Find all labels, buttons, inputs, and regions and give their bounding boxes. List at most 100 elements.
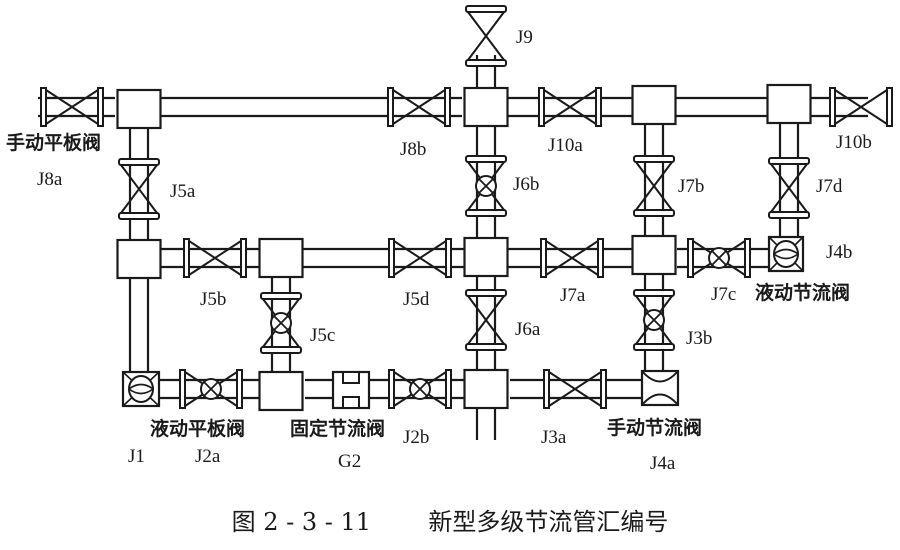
valve-bowtie: [467, 295, 505, 345]
valves: [40, 5, 893, 410]
valve-flange: [540, 238, 547, 278]
valve-cross-mark: [711, 250, 727, 266]
pipe-left-upper: [128, 126, 150, 240]
label-J4b: J4b: [826, 242, 853, 263]
valve-flange: [597, 238, 604, 278]
valve-flange: [633, 209, 675, 217]
valve-flange: [886, 87, 893, 127]
valve-flange: [465, 289, 507, 297]
valve-bowtie: [545, 240, 599, 276]
pipe-j7b: [643, 124, 665, 236]
label-J5a: J5a: [170, 181, 196, 202]
valve-flange: [236, 369, 243, 409]
valve-flange: [465, 209, 507, 217]
valve-bowtie: [393, 240, 447, 276]
valve-flange: [829, 87, 836, 127]
valve-flange: [600, 369, 607, 409]
label-J7d: J7d: [816, 176, 843, 197]
pipe-j7d: [778, 123, 800, 240]
valve-flange: [118, 158, 160, 166]
label-J6a: J6a: [515, 319, 541, 340]
label-J7a: J7a: [560, 285, 586, 306]
pipe-top-right: [676, 96, 768, 118]
valve-J1: [121, 370, 161, 408]
cross-block-mid-center-left: [258, 237, 304, 279]
cross-block-top-left: [116, 88, 162, 130]
label-J3a: J3a: [541, 427, 567, 448]
valve-J2b: [388, 369, 452, 409]
valve-J7c: [687, 238, 751, 278]
pipe-left-lower: [128, 278, 150, 372]
valve-flange: [687, 238, 694, 278]
choke-curves: [773, 248, 799, 260]
label-J1: J1: [128, 446, 145, 467]
valve-flange: [465, 155, 507, 163]
pipe-mid-center: [302, 247, 465, 269]
valve-flange: [465, 5, 507, 13]
valve-J7d: [768, 157, 810, 219]
label-J4a: J4a: [650, 453, 676, 474]
cross-block-mid-center: [463, 236, 509, 278]
valve-J10b: [829, 87, 893, 127]
valve-J5d: [388, 238, 452, 278]
valve-flange: [179, 369, 186, 409]
valve-bowtie: [188, 240, 242, 276]
valve-J4a: [640, 369, 680, 407]
cross-block-bottom-center: [463, 368, 509, 410]
valve-cross-mark: [646, 312, 662, 328]
type-label-hydraulic-gate-valve: 液动平板阀: [150, 418, 246, 440]
label-J5c: J5c: [310, 325, 336, 346]
valve-cross-mark: [412, 381, 428, 397]
valve-bowtie: [45, 89, 99, 125]
valve-flange: [744, 238, 751, 278]
label-J5b: J5b: [200, 289, 227, 310]
valve-flange: [240, 238, 247, 278]
label-G2: G2: [338, 451, 362, 472]
pipe-j8a-inlet: [44, 96, 115, 118]
cross-block-top-right-1: [631, 84, 677, 126]
label-J3b: J3b: [686, 328, 713, 349]
valve-flange: [595, 87, 602, 127]
valve-bowtie: [548, 371, 602, 407]
valve-flange: [768, 157, 810, 165]
pipe-mid-right: [508, 247, 634, 269]
cross-block-top-center: [463, 86, 509, 128]
type-label-hydraulic-choke-valve: 液动节流阀: [755, 282, 851, 304]
choke-insert-bottom: [342, 396, 360, 409]
cross-block-top-right-2: [766, 83, 812, 125]
valve-flange: [260, 346, 302, 354]
valve-cross-mark: [203, 381, 219, 397]
valve-flange: [444, 87, 451, 127]
valve-flange: [118, 212, 160, 220]
label-J7b: J7b: [678, 176, 705, 197]
valve-flange: [465, 59, 507, 67]
pipe-top-mid: [508, 96, 632, 118]
valve-cross-mark: [273, 315, 289, 331]
valve-J7a: [540, 238, 604, 278]
valve-J7b: [633, 155, 675, 217]
valve-J2a: [179, 369, 243, 409]
valve-bowtie: [770, 163, 808, 213]
valve-flange: [445, 238, 452, 278]
valve-J5a: [118, 158, 160, 220]
valve-J3a: [543, 369, 607, 409]
cross-blocks: [116, 83, 812, 412]
type-label-fixed-choke-valve: 固定节流阀: [290, 418, 386, 440]
label-J7c: J7c: [711, 284, 737, 305]
valve-flange: [183, 238, 190, 278]
pipe-bottom-center: [305, 378, 467, 400]
valve-cross-mark: [478, 178, 494, 194]
valve-flange: [538, 87, 545, 127]
valve-J9: [465, 5, 507, 67]
label-J2b: J2b: [403, 427, 430, 448]
valve-J6b: [465, 155, 507, 217]
cross-block-mid-right: [631, 234, 677, 276]
valve-flange: [388, 238, 395, 278]
cross-block-mid-left: [116, 238, 162, 280]
valve-flange: [40, 87, 47, 127]
valve-bowtie: [392, 89, 446, 125]
valve-flange: [543, 369, 550, 409]
valve-J5b: [183, 238, 247, 278]
label-J8b: J8b: [400, 139, 427, 160]
